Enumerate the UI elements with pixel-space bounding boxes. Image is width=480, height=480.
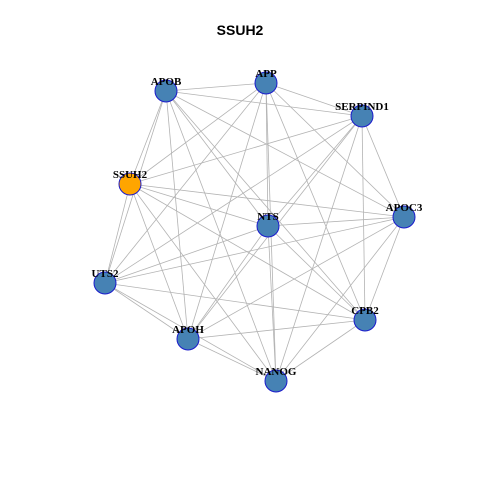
edge-ssuh2-cpb2 — [129, 183, 366, 321]
node-circle[interactable] — [256, 214, 280, 238]
edge-serpind1-nts — [267, 115, 363, 227]
node-circle[interactable] — [154, 79, 178, 103]
edges-layer — [104, 82, 405, 382]
node-label: APOC3 — [386, 202, 423, 214]
edge-ssuh2-apoc3 — [129, 183, 405, 218]
node-circle[interactable] — [93, 271, 117, 295]
edge-serpind1-uts2 — [104, 115, 363, 284]
node-label: SERPIND1 — [335, 101, 389, 113]
edge-ssuh2-uts2 — [104, 183, 131, 284]
node-label: APOB — [151, 76, 182, 88]
edge-apoc3-uts2 — [104, 216, 405, 284]
edge-nts-apoc3 — [267, 216, 405, 227]
edge-app-uts2 — [104, 82, 267, 284]
edge-apob-nanog — [165, 90, 277, 382]
node-label: APP — [255, 68, 277, 80]
node-apob[interactable]: APOB — [151, 76, 182, 103]
diagram-title: SSUH2 — [216, 22, 264, 38]
edge-apob-apoc3 — [165, 90, 405, 218]
edge-ssuh2-nts — [129, 183, 269, 227]
edge-apob-ssuh2 — [129, 90, 167, 185]
edge-serpind1-nanog — [275, 115, 363, 382]
edge-app-serpind1 — [265, 82, 363, 117]
node-label: NTS — [257, 211, 278, 223]
node-apoh[interactable]: APOH — [172, 324, 204, 351]
edge-apob-app — [165, 82, 267, 92]
edge-app-nts — [265, 82, 269, 227]
edge-apoc3-cpb2 — [364, 216, 405, 321]
edge-apoc3-apoh — [187, 216, 405, 340]
edge-nts-nanog — [267, 225, 277, 382]
node-label: SSUH2 — [113, 169, 148, 181]
node-uts2[interactable]: UTS2 — [92, 268, 119, 295]
edge-apoh-nanog — [187, 338, 277, 382]
edge-serpind1-cpb2 — [361, 115, 366, 321]
node-nanog[interactable]: NANOG — [256, 366, 297, 393]
edge-apob-apoh — [165, 90, 189, 340]
edge-uts2-cpb2 — [104, 282, 366, 321]
edge-uts2-apoh — [104, 282, 189, 340]
edge-app-cpb2 — [265, 82, 366, 321]
edge-nts-uts2 — [104, 225, 269, 284]
node-circle[interactable] — [353, 308, 377, 332]
node-label: NANOG — [256, 366, 297, 378]
node-label: APOH — [172, 324, 204, 336]
edge-nts-cpb2 — [267, 225, 366, 321]
node-circle[interactable] — [392, 205, 416, 229]
edge-serpind1-ssuh2 — [129, 115, 363, 185]
node-label: UTS2 — [92, 268, 119, 280]
edge-app-ssuh2 — [129, 82, 267, 185]
node-circle[interactable] — [350, 104, 374, 128]
node-circle[interactable] — [264, 369, 288, 393]
node-nts[interactable]: NTS — [256, 211, 280, 238]
edge-nts-apoh — [187, 225, 269, 340]
node-circle[interactable] — [176, 327, 200, 351]
edge-apoc3-nanog — [275, 216, 405, 382]
node-label: CPB2 — [351, 305, 379, 317]
edge-cpb2-nanog — [275, 319, 366, 382]
node-app[interactable]: APP — [254, 68, 278, 95]
node-circle[interactable] — [118, 172, 142, 196]
node-apoc3[interactable]: APOC3 — [386, 202, 423, 229]
node-cpb2[interactable]: CPB2 — [351, 305, 379, 332]
node-serpind1[interactable]: SERPIND1 — [335, 101, 389, 128]
edge-ssuh2-apoh — [129, 183, 189, 340]
edge-ssuh2-nanog — [129, 183, 277, 382]
edge-apob-cpb2 — [165, 90, 366, 321]
edge-serpind1-apoc3 — [361, 115, 405, 218]
edge-cpb2-apoh — [187, 319, 366, 340]
node-ssuh2[interactable]: SSUH2 — [113, 169, 148, 196]
edge-apob-serpind1 — [165, 90, 363, 117]
node-circle[interactable] — [254, 71, 278, 95]
